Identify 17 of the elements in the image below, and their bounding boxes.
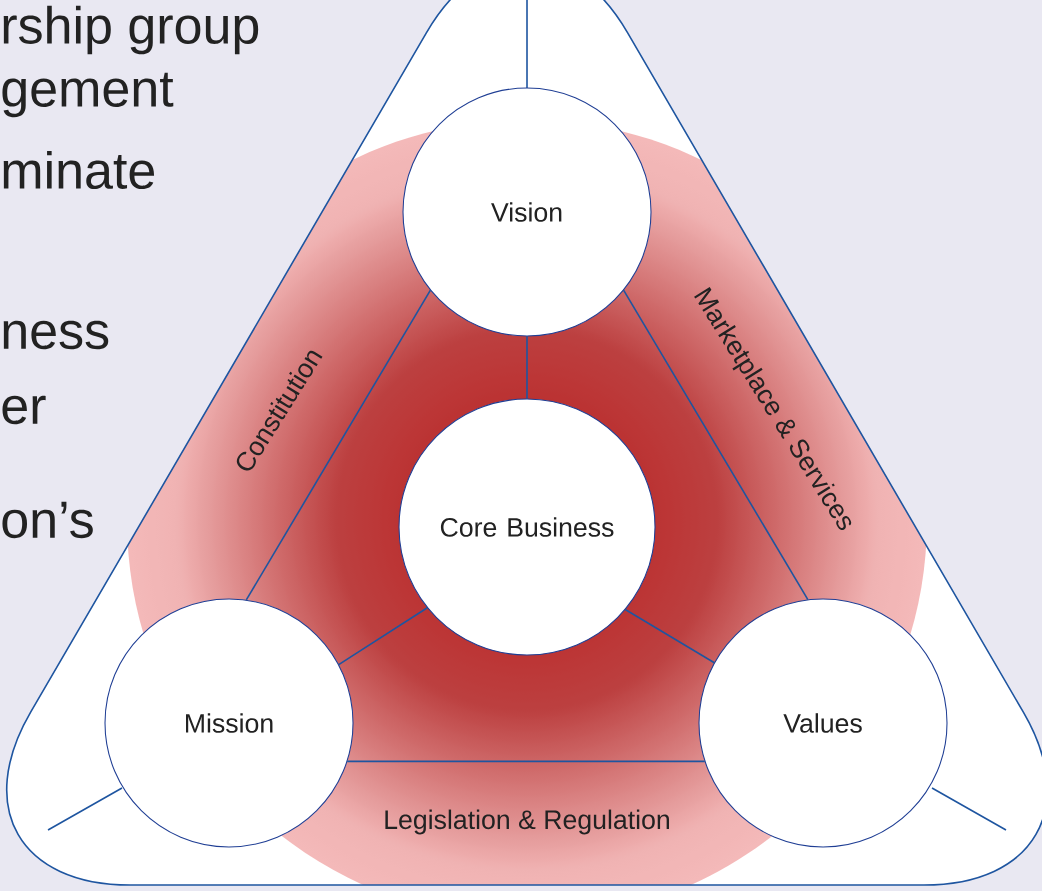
body-text: gement — [2, 72, 174, 118]
connector-line — [622, 289, 809, 601]
body-text: on’s — [2, 501, 93, 539]
body-text: minate — [3, 150, 155, 190]
body-text: rship group — [3, 5, 259, 55]
connector-line — [245, 289, 432, 601]
connector-line — [337, 606, 429, 666]
connector-line — [346, 760, 706, 763]
side-label: Legislation & Regulation — [385, 809, 669, 835]
circle-node: Core Business — [398, 398, 656, 656]
body-text: er — [2, 395, 46, 425]
circle-node: Mission — [104, 598, 354, 848]
circle-node: Values — [698, 598, 948, 848]
circle-node: Vision — [402, 87, 652, 337]
connector-line — [526, 335, 528, 400]
body-text: ness — [3, 320, 109, 350]
connector-line — [624, 608, 716, 664]
